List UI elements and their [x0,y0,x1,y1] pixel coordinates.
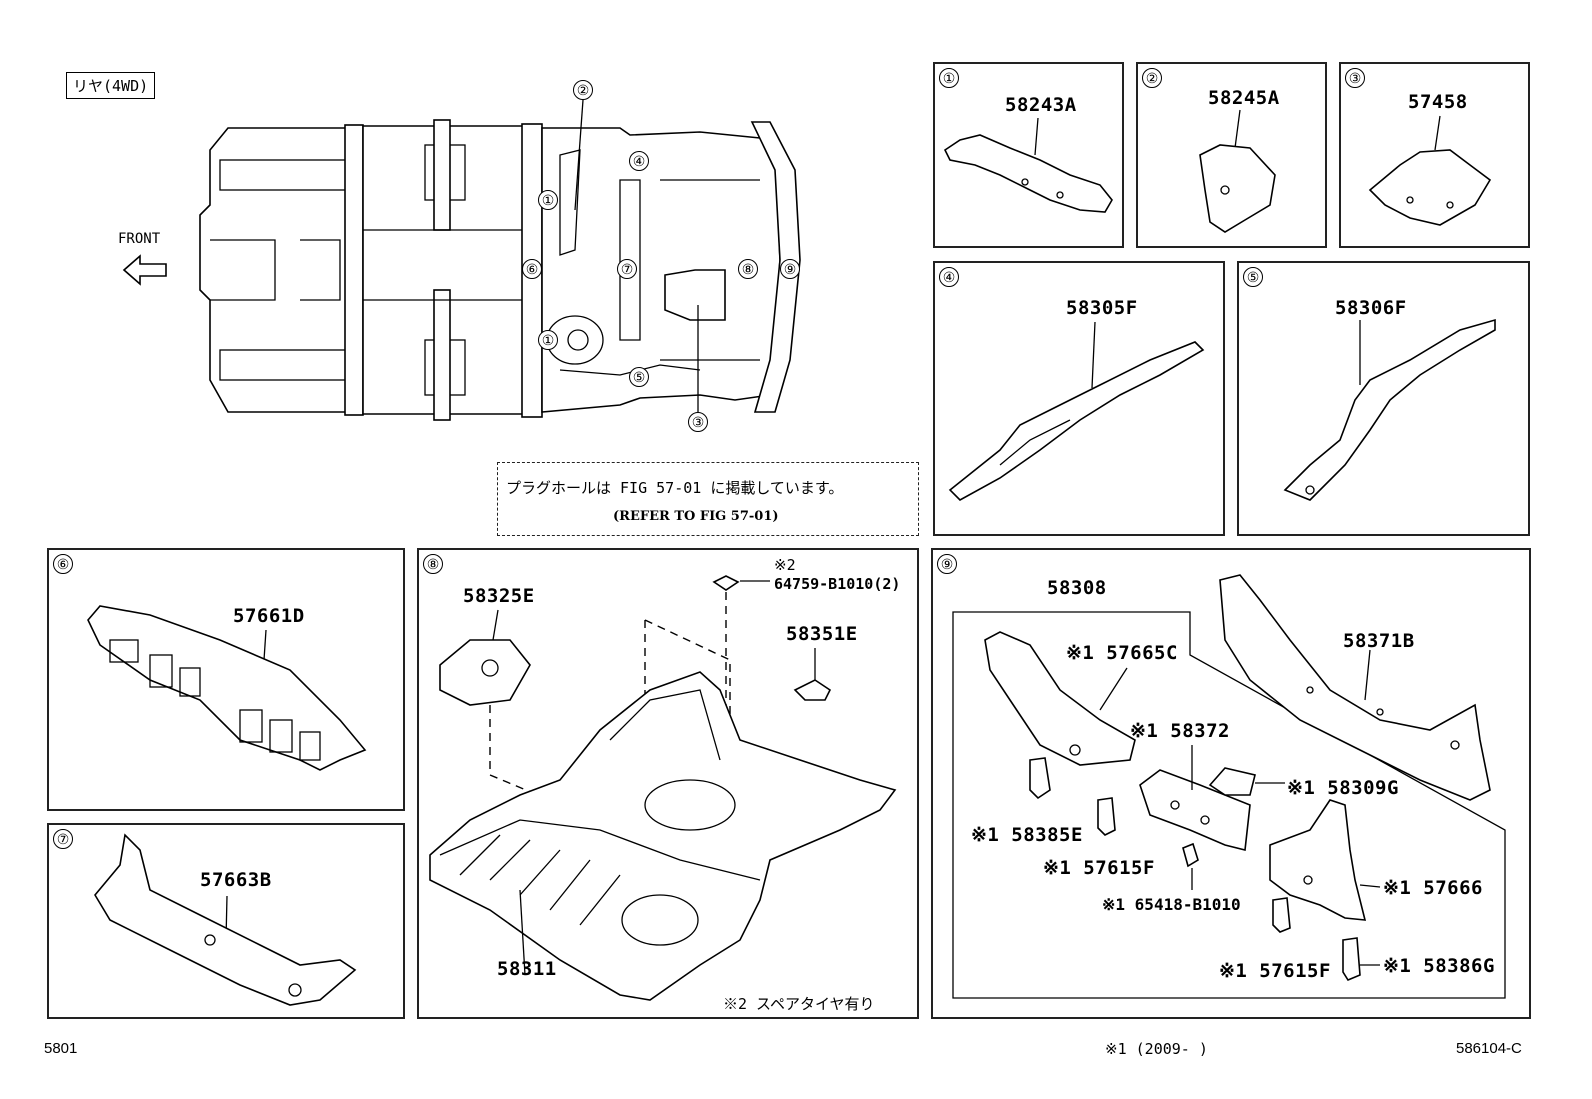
overview-callout-1b: ① [538,330,558,350]
refer-note-en: (REFER TO FIG 57-01) [613,509,779,524]
panel-8-part-58351e: 58351E [786,623,858,645]
panel-8-note-mark: ※2 [774,556,796,574]
front-direction-label: FRONT [118,231,161,247]
panel-3-part-number: 57458 [1408,91,1468,113]
overview-callout-1a: ① [538,190,558,210]
panel-1-number: ① [939,68,959,88]
panel-9-part-57615f-a: ※1 57615F [1043,857,1155,879]
panel-9-part-65418: ※1 65418-B1010 [1102,895,1241,914]
footer-left-code: 5801 [44,1040,78,1057]
panel-6-number: ⑥ [53,554,73,574]
panel-6-part-number: 57661D [233,605,305,627]
panel-9-part-58308: 58308 [1047,577,1107,599]
panel-9-part-58309g: ※1 58309G [1287,777,1399,799]
panel-8-part-64759: 64759-B1010(2) [774,575,901,593]
footer-right-code: 586104-C [1456,1040,1522,1057]
refer-note-jp: プラグホールは FIG 57-01 に掲載しています。 [506,479,844,497]
overview-callout-7: ⑦ [617,259,637,279]
overview-callout-6: ⑥ [522,259,542,279]
refer-note-box: プラグホールは FIG 57-01 に掲載しています。 (REFER TO FI… [497,462,919,536]
overview-callout-4: ④ [629,151,649,171]
panel-8-part-58325e: 58325E [463,585,535,607]
panel-2-part-number: 58245A [1208,87,1280,109]
panel-7-part-number: 57663B [200,869,272,891]
footer-date-note: ※1 (2009- ) [1105,1040,1208,1058]
panel-9-number: ⑨ [937,554,957,574]
panel-9-part-57666: ※1 57666 [1383,877,1483,899]
overview-callout-5: ⑤ [629,367,649,387]
panel-8-number: ⑧ [423,554,443,574]
panel-7-number: ⑦ [53,829,73,849]
panel-5-part-number: 58306F [1335,297,1407,319]
diagram-header-label: リヤ(4WD) [66,72,156,99]
panel-9-part-57615f-b: ※1 57615F [1219,960,1331,982]
panel-8-part-58311: 58311 [497,958,557,980]
panel-1-part-number: 58243A [1005,94,1077,116]
panel-9-part-58371b: 58371B [1343,630,1415,652]
panel-9-part-57665c: ※1 57665C [1066,642,1178,664]
panel-3-number: ③ [1345,68,1365,88]
overview-callout-9: ⑨ [780,259,800,279]
panel-9-part-58385e: ※1 58385E [971,824,1083,846]
panel-4-part-number: 58305F [1066,297,1138,319]
overview-callout-3: ③ [688,412,708,432]
panel-9-part-58372: ※1 58372 [1130,720,1230,742]
panel-9-part-58386g: ※1 58386G [1383,955,1495,977]
panel-8-footnote: ※2 スペアタイヤ有り [723,995,875,1013]
overview-callout-2: ② [573,80,593,100]
panel-4-number: ④ [939,267,959,287]
panel-5-number: ⑤ [1243,267,1263,287]
overview-callout-8: ⑧ [738,259,758,279]
panel-2-number: ② [1142,68,1162,88]
